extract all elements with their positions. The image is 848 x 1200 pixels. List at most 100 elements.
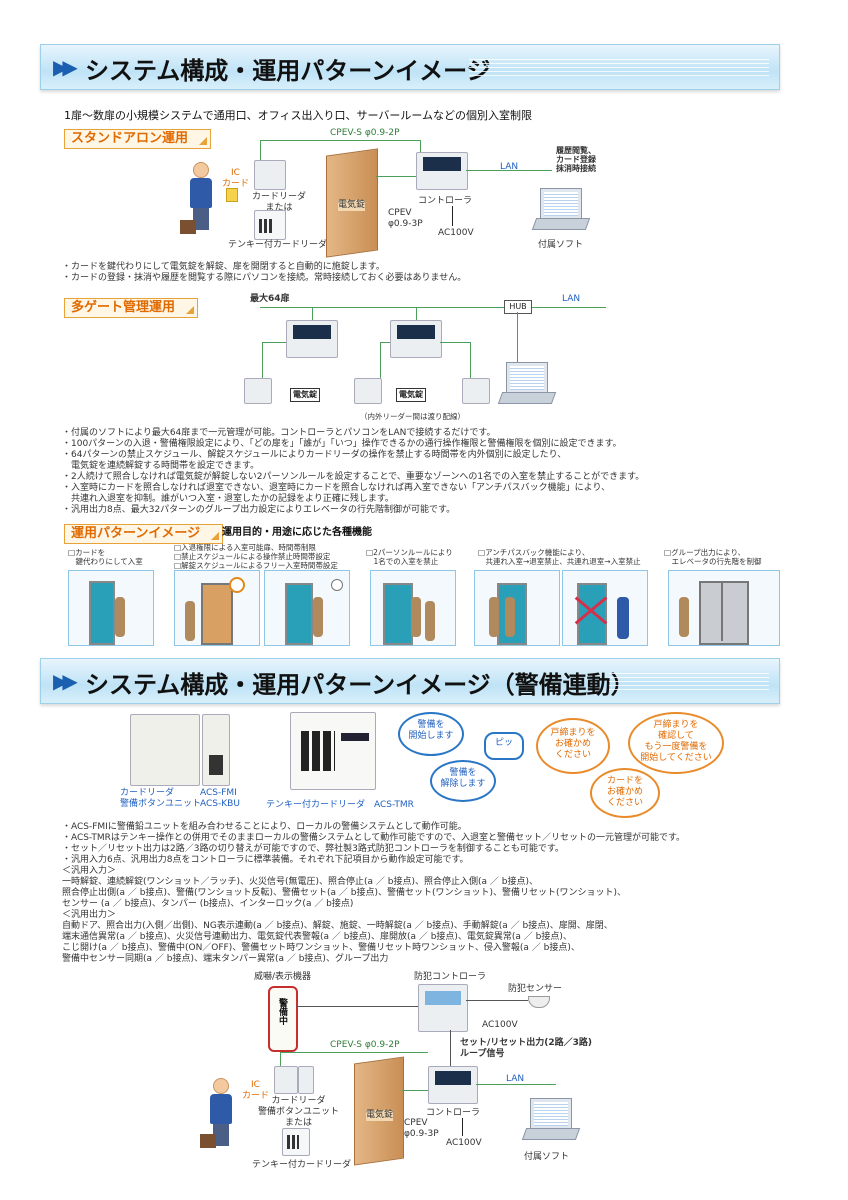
pattern-caption-3: □2パーソンルールにより 1名での入室を禁止 — [366, 548, 453, 566]
controller-device-sec2 — [428, 1066, 478, 1104]
software-label-sec2: 付属ソフト — [524, 1152, 570, 1162]
cable-label-top-2: CPEV-S φ0.9-2P — [330, 1040, 400, 1050]
keypad-device-sec2 — [282, 1128, 310, 1156]
pattern-caption-4: □アンチパスバック機能により、 共連れ入室→退室禁止、共連れ退室→入室禁止 — [478, 548, 641, 566]
keypad-reader-device — [254, 210, 286, 240]
reader-device-3 — [354, 378, 382, 404]
speech-bubble-start: 警備を 開始します — [398, 712, 464, 756]
patterns-heading: 運用目的・用途に応じた各種機能 — [222, 527, 372, 538]
multigate-note-5: ・2人続けて照合しなければ電気錠が解錠しない2パーソンルールを設定することで、重… — [62, 472, 645, 482]
multigate-note-6: ・入室時にカードを照合しなければ退室できない、退室時にカードを照合しなければ再入… — [62, 483, 611, 493]
pc-note-label: 履歴閲覧、 カード登録 抹消時接続 — [556, 146, 596, 173]
ic-card-label-2: IC カード — [242, 1080, 270, 1101]
controller-device — [416, 152, 468, 190]
section1-title: システム構成・運用パターンイメージ — [85, 57, 491, 85]
sec2-note-7: 照合停止出側(a ／ b接点)、警備(ワンショット反転)、警備セット(a ／ b… — [62, 888, 627, 898]
speech-bubble-check-card: カードを お確かめ ください — [590, 768, 660, 818]
pattern-panel-1 — [68, 570, 154, 646]
multigate-note-2: ・100パターンの入退・警備権限設定により、「どの扉を」「誰が」「いつ」操作でき… — [62, 439, 622, 449]
speech-bubble-beep: ピッ — [484, 732, 524, 760]
multigate-wiring-note: （内外リーダー間は渡り配線） — [360, 412, 465, 421]
pattern-panel-4b — [562, 570, 648, 646]
ac-label-sec2: AC100V — [446, 1138, 482, 1148]
double-arrow-icon-2: ▶▶ — [53, 669, 78, 693]
lock-label: 電気錠 — [338, 200, 366, 211]
multigate-note-7: 共連れ入退室を抑制。誰がいつ入室・退室したかの記録をより正確に残します。 — [62, 494, 394, 504]
ic-card-label: IC カード — [222, 168, 250, 189]
keypad-reader-label: テンキー付カードリーダ — [228, 240, 328, 250]
controller-device-2 — [286, 320, 338, 358]
card-reader-unit-photo — [130, 714, 200, 786]
keypad-reader-photo — [290, 712, 376, 790]
pattern-panel-5 — [668, 570, 780, 646]
reader-label-sec2: カードリーダ 警備ボタンユニット または — [258, 1096, 340, 1128]
security-controller-device — [418, 984, 468, 1032]
sensor-label: 防犯センサー — [508, 984, 563, 994]
speech-bubble-check-lock: 戸締まりを お確かめ ください — [536, 718, 610, 774]
section1-banner: ▶▶ システム構成・運用パターンイメージ — [40, 44, 780, 90]
set-reset-label: セット/リセット出力(2路／3路) ループ信号 — [460, 1038, 593, 1059]
sec2-note-3: ・セット／リセット出力は2路／3路の切り替えが可能ですので、弊社製3路式防犯コン… — [62, 844, 564, 854]
hub-box: HUB — [504, 300, 532, 314]
card-reader-device — [254, 160, 286, 190]
warning-device-graphic: 警備中 — [268, 986, 298, 1052]
lan-label: LAN — [500, 162, 519, 172]
sec2-note-4: ・汎用入力6点、汎用出力8点をコントローラに標準装備。それぞれ下記項目から動作設… — [62, 855, 469, 865]
reader-unit-label: カードリーダ 警備ボタンユニット — [120, 788, 202, 809]
speech-bubble-release: 警備を 解除します — [430, 760, 496, 802]
max-gates-label: 最大64扉 — [250, 294, 290, 304]
person-icon-2 — [200, 1078, 240, 1168]
double-arrow-icon: ▶▶ — [53, 55, 78, 79]
ac-label-top: AC100V — [482, 1020, 518, 1030]
sec2-note-9: ＜汎用出力＞ — [62, 910, 117, 920]
multigate-note-3: ・64パターンの禁止スケジュール、解錠スケジュールによりカードリーダの操作を禁止… — [62, 450, 567, 460]
reader-unit-models: ACS-FMI ACS-KBU — [200, 788, 240, 809]
tag-multigate: 多ゲート管理運用 — [64, 298, 199, 318]
security-controller-label: 防犯コントローラ — [414, 972, 487, 982]
pattern-panel-2a — [174, 570, 260, 646]
cpev-label: CPEV φ0.9-3P — [388, 208, 423, 229]
warning-text: 警備中 — [277, 998, 287, 1025]
cable-label-top: CPEV-S φ0.9-2P — [330, 128, 400, 138]
sec2-note-10: 自動ドア、照合出力(入側／出側)、NG表示連動(a ／ b接点)、解錠、施錠、一… — [62, 921, 613, 931]
section2-banner: ▶▶ システム構成・運用パターンイメージ（警備連動） — [40, 658, 780, 704]
pattern-caption-2: □入退権限による入室可能扉、時間帯制限 □禁止スケジュールによる操作禁止時間帯設… — [174, 543, 338, 570]
pattern-panel-3 — [370, 570, 456, 646]
section1-intro: 1扉～数扉の小規模システムで通用口、オフィス出入り口、サーバールームなどの個別入… — [64, 109, 533, 122]
controller-label: コントローラ — [418, 196, 473, 206]
ac-label: AC100V — [438, 228, 474, 238]
keypad-reader-model: テンキー付カードリーダ ACS-TMR — [266, 800, 414, 810]
person-icon — [180, 162, 220, 252]
ic-card-icon — [226, 188, 238, 202]
alarm-button-unit-photo — [202, 714, 230, 786]
multigate-note-1: ・付属のソフトにより最大64扉まで一元管理が可能。コントローラとパソコンをLAN… — [62, 428, 496, 438]
warning-device-label: 威嚇/表示機器 — [254, 972, 312, 982]
standalone-note-1: ・カードを鍵代わりにして電気錠を解錠、扉を開閉すると自動的に施錠します。 — [62, 262, 385, 272]
sec2-note-5: ＜汎用入力＞ — [62, 866, 117, 876]
software-label: 付属ソフト — [538, 240, 584, 250]
sec2-note-12: こじ開け(a ／ b接点)、警備中(ON／OFF)、警備セット時ワンショット、警… — [62, 943, 580, 953]
sec2-note-1: ・ACS-FMIに警備鉛ユニットを組み合わせることにより、ローカルの警備システム… — [62, 822, 467, 832]
alarm-unit-sec2 — [298, 1066, 314, 1094]
lock-box-1: 電気錠 — [290, 388, 320, 402]
tag-standalone: スタンドアロン運用 — [64, 129, 212, 149]
speech-bubble-recheck: 戸締まりを 確認して もう一度警備を 開始してください — [628, 712, 724, 774]
multigate-note-8: ・汎用出力8点、最大32パターンのグループ出力設定によりエレベータの行先階制御が… — [62, 505, 456, 515]
tag-patterns: 運用パターンイメージ — [64, 524, 224, 544]
sec2-note-11: 端末通信異常(a ／ b接点)、火災信号連動出力、電気錠代表警報(a ／ b接点… — [62, 932, 572, 942]
lock-box-2: 電気錠 — [396, 388, 426, 402]
lock-label-sec2: 電気錠 — [366, 1110, 394, 1121]
pattern-caption-1: □カードを 鍵代わりにして入室 — [68, 548, 143, 566]
banner-stripes — [469, 59, 769, 77]
cpev-label-sec2: CPEV φ0.9-3P — [404, 1118, 439, 1139]
lan-label-2: LAN — [562, 294, 581, 304]
banner-stripes-2 — [609, 673, 769, 691]
pattern-panel-2b — [264, 570, 350, 646]
pattern-panel-4a — [474, 570, 560, 646]
controller-device-3 — [390, 320, 442, 358]
reader-device-2 — [244, 378, 272, 404]
lan-label-sec2: LAN — [506, 1074, 525, 1084]
sec2-note-2: ・ACS-TMRはテンキー操作との併用でそのままローカルの警備システムとして動作… — [62, 833, 686, 843]
sec2-note-8: センサー (a ／ b接点)、タンパー (b接点)、インターロック(a ／ b接… — [62, 899, 354, 909]
sensor-icon — [528, 996, 550, 1008]
